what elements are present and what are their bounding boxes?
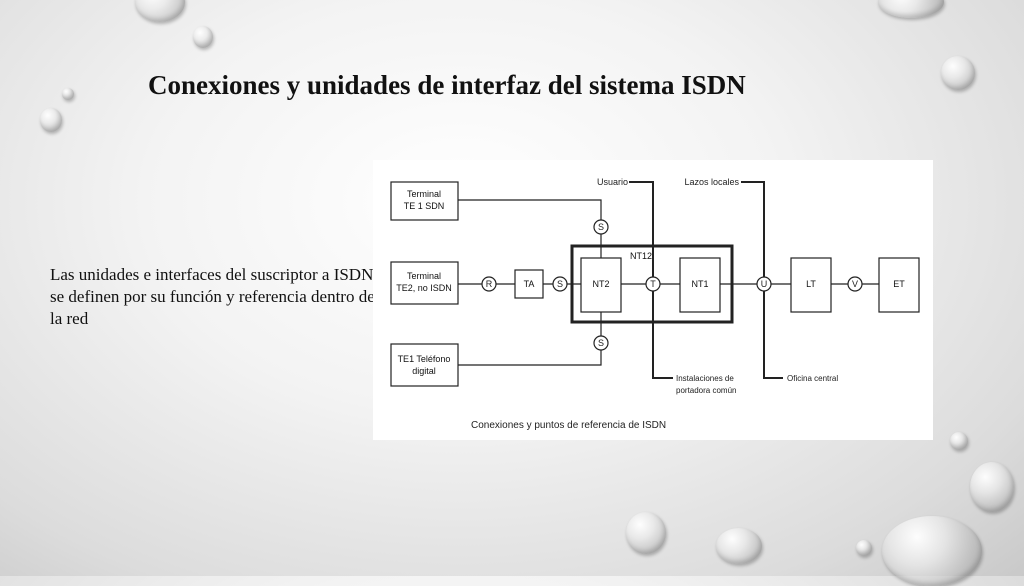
usuario-label: Usuario bbox=[597, 177, 628, 187]
instalaciones-label-line2: portadora común bbox=[676, 386, 736, 395]
terminal-te2-box bbox=[390, 261, 459, 305]
terminal-te2-line2: TE2, no ISDN bbox=[396, 283, 452, 293]
terminal-te1-phone-line2: digital bbox=[412, 366, 436, 376]
lt-box bbox=[790, 257, 832, 313]
reference-point-s-lower bbox=[593, 335, 609, 351]
water-drop-decoration bbox=[716, 528, 762, 564]
water-drop-decoration bbox=[882, 516, 982, 586]
reference-point-r bbox=[481, 276, 497, 292]
terminal-te2-line1: Terminal bbox=[407, 271, 441, 281]
isdn-diagram-figure: Terminal TE 1 SDN Terminal TE2, no ISDN … bbox=[373, 160, 933, 440]
reference-point-r-label: R bbox=[486, 279, 493, 289]
lt-label: LT bbox=[806, 279, 816, 289]
water-drop-decoration bbox=[193, 26, 213, 48]
nt2-label: NT2 bbox=[592, 279, 609, 289]
terminal-te1-phone-line1: TE1 Teléfono bbox=[398, 354, 451, 364]
te1-sdn-connection bbox=[458, 199, 602, 258]
slide-description: Las unidades e interfaces del suscriptor… bbox=[50, 265, 375, 328]
water-drop-decoration bbox=[941, 56, 975, 90]
nt1-box bbox=[679, 257, 721, 313]
water-drop-decoration bbox=[970, 462, 1014, 512]
et-box bbox=[878, 257, 920, 313]
water-drop-decoration bbox=[62, 88, 74, 100]
reference-point-t bbox=[645, 276, 661, 292]
terminal-te1-sdn-box bbox=[390, 181, 459, 221]
water-drop-decoration bbox=[856, 540, 872, 556]
reference-point-t-label: T bbox=[650, 279, 656, 289]
water-drop-decoration bbox=[950, 432, 968, 450]
nt1-label: NT1 bbox=[691, 279, 708, 289]
slide-title: Conexiones y unidades de interfaz del si… bbox=[148, 70, 746, 100]
ta-label: TA bbox=[524, 279, 535, 289]
reference-point-s-main bbox=[552, 276, 568, 292]
water-drop-decoration bbox=[626, 512, 666, 554]
water-drop-decoration bbox=[878, 0, 944, 18]
terminal-te1-sdn-line1: Terminal bbox=[407, 189, 441, 199]
reference-point-s-upper-label: S bbox=[598, 222, 604, 232]
water-drop-decoration bbox=[135, 0, 185, 22]
reference-point-v-label: V bbox=[852, 279, 858, 289]
oficina-central-label: Oficina central bbox=[787, 374, 838, 383]
reference-point-s-lower-label: S bbox=[598, 338, 604, 348]
reference-point-u bbox=[756, 276, 772, 292]
nt12-label: NT12 bbox=[630, 251, 652, 261]
isdn-diagram: Terminal TE 1 SDN Terminal TE2, no ISDN … bbox=[390, 177, 920, 431]
reference-point-s-upper bbox=[593, 219, 609, 235]
water-drop-decoration bbox=[40, 108, 62, 132]
lazos-locales-label: Lazos locales bbox=[684, 177, 739, 187]
terminal-te1-phone-box bbox=[390, 343, 459, 387]
reference-point-u-label: U bbox=[761, 279, 768, 289]
reference-point-v bbox=[847, 276, 863, 292]
terminal-te1-sdn-line2: TE 1 SDN bbox=[404, 201, 445, 211]
instalaciones-label-line1: Instalaciones de bbox=[676, 374, 734, 383]
te1-phone-connection bbox=[458, 312, 602, 366]
et-label: ET bbox=[893, 279, 905, 289]
reference-point-s-main-label: S bbox=[557, 279, 563, 289]
diagram-caption: Conexiones y puntos de referencia de ISD… bbox=[471, 420, 666, 431]
